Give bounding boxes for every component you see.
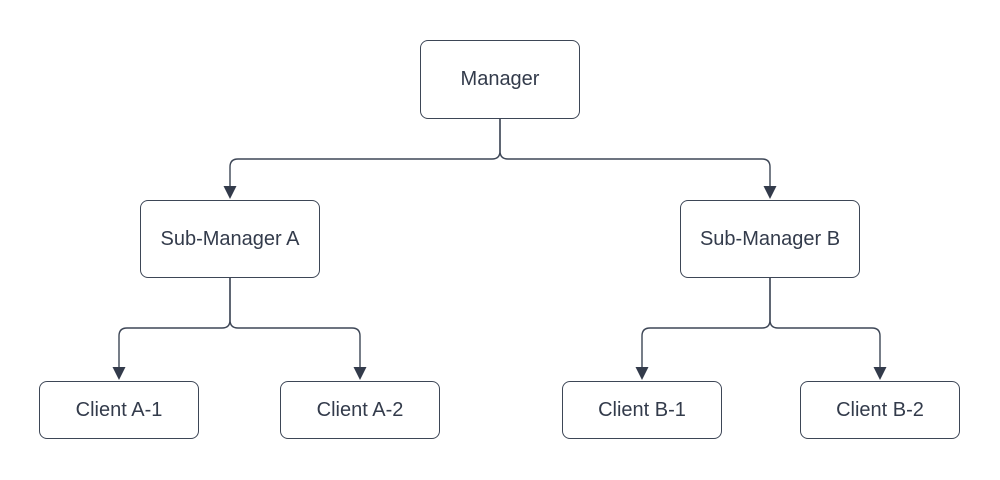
node-client-b2-label: Client B-2	[836, 398, 924, 421]
arrow-down-icon	[763, 186, 777, 199]
node-sub-manager-b-label: Sub-Manager B	[699, 227, 841, 250]
node-client-b1[interactable]: Client B-1	[562, 381, 722, 439]
node-manager[interactable]: Manager	[420, 40, 580, 119]
node-client-a2-label: Client A-2	[316, 398, 404, 421]
node-client-b1-label: Client B-1	[598, 398, 686, 421]
connector-sub-manager-a-client-a2	[229, 278, 361, 367]
node-sub-manager-a-label: Sub-Manager A	[160, 227, 300, 250]
node-client-b2[interactable]: Client B-2	[800, 381, 960, 439]
arrow-down-icon	[635, 367, 649, 380]
connector-sub-manager-a-client-a1	[118, 278, 231, 367]
arrow-down-icon	[873, 367, 887, 380]
node-client-a1[interactable]: Client A-1	[39, 381, 199, 439]
node-sub-manager-a[interactable]: Sub-Manager A	[140, 200, 320, 278]
connector-sub-manager-b-client-b1	[641, 278, 771, 367]
arrow-down-icon	[353, 367, 367, 380]
node-client-a1-label: Client A-1	[75, 398, 163, 421]
arrow-down-icon	[112, 367, 126, 380]
connector-sub-manager-b-client-b2	[769, 278, 881, 367]
connector-manager-sub-manager-b	[499, 119, 771, 186]
arrow-down-icon	[223, 186, 237, 199]
connector-manager-sub-manager-a	[229, 119, 501, 186]
node-manager-label: Manager	[460, 68, 540, 90]
node-sub-manager-b[interactable]: Sub-Manager B	[680, 200, 860, 278]
node-client-a2[interactable]: Client A-2	[280, 381, 440, 439]
